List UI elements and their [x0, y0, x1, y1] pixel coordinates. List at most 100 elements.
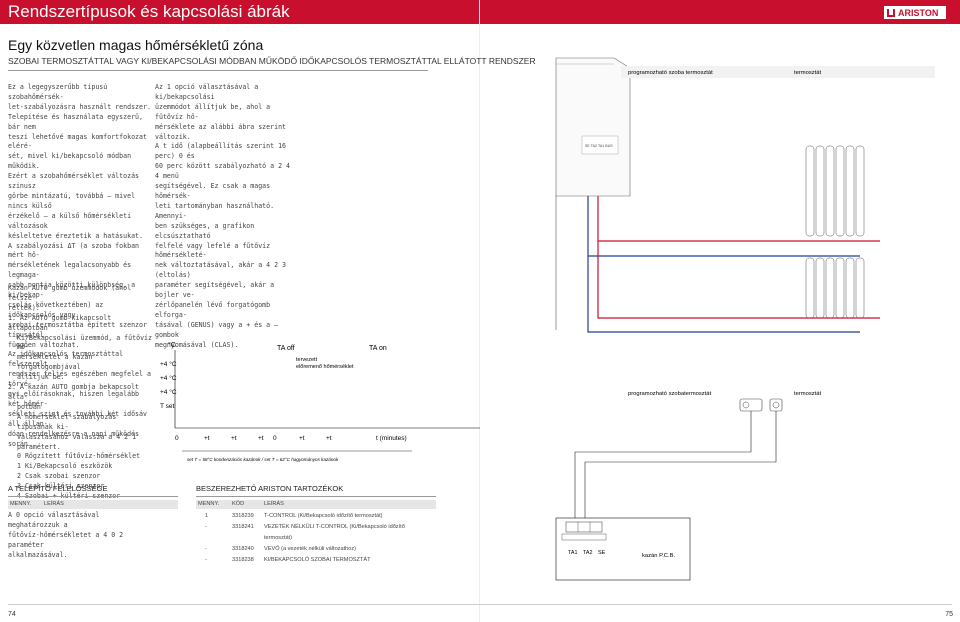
ariston-logo: ARISTON [884, 6, 946, 19]
page-divider [479, 0, 480, 622]
text-line: mérsékletének legalacsonyabb és legmaga- [8, 261, 132, 280]
text-line: relték): [8, 303, 40, 312]
terminal-label-ta2: TA2 [583, 550, 593, 556]
accessory-code: 3318240 [232, 546, 254, 552]
text-line: felfelé vagy lefelé a fűtővíz hőmérsékle… [155, 241, 271, 260]
radiator-lower-icon [805, 257, 865, 319]
x-tick-label: +t [299, 435, 305, 442]
x-tick-label: 0 [175, 435, 179, 442]
x-axis-label: t (minutes) [376, 435, 407, 442]
y-tick-label: +4 °C [160, 388, 177, 396]
text-line: függően változhat. [8, 340, 80, 349]
installer-col-qty: MENNY. [8, 500, 40, 509]
terminal-label-se: SE [598, 550, 606, 556]
accessory-desc: T-CONTROL (Ki/Bekapcsoló időzítő termosz… [264, 513, 383, 519]
accessory-code: 3318241 [232, 524, 254, 530]
text-line: Ezért a szobahőmérséklet változás szinus… [8, 172, 140, 191]
installer-table-title: A TELEPÍTŐ FELELŐSSÉGE [8, 484, 108, 493]
text-line: Az 1 opció választásával a ki/bekapcsolá… [155, 83, 259, 101]
text-line: potban [17, 402, 41, 411]
text-line: A t idő (alapbeállítás szerint 16 perc) … [155, 142, 287, 161]
text-line: teszi lehetővé magas komfortfokozat elér… [8, 132, 147, 151]
text-line: 2 Csak szobai szenzor [17, 472, 101, 481]
pcb-label: kazán P.C.B. [642, 553, 675, 559]
section-subtitle: SZOBAI TERMOSZTÁTTAL VAGY KI/BEKAPCSOLÁS… [8, 56, 536, 66]
x-tick-label: 0 [273, 435, 277, 442]
text-line: állítjuk be. [17, 373, 65, 382]
accessory-qty: 1 [205, 513, 209, 519]
accessory-desc: VEZETÉK NÉLKÜLI T-CONTROL (Ki/Bekapcsoló… [264, 524, 405, 530]
text-line: görbe mintázatú, továbbá – mivel nincs k… [8, 191, 136, 210]
page-title: Rendszertípusok és kapcsolási ábrák [8, 2, 290, 21]
text-line: üzemmódot állítjuk be, ahol a fűtővíz hő… [155, 102, 271, 121]
brand-name: ARISTON [898, 7, 939, 18]
x-tick-label: +t [258, 435, 264, 442]
text-line: leti tartományban használható. Amennyi- [155, 201, 275, 220]
boiler-terminal-labels: SE TA2 TA1 BUS [585, 144, 613, 148]
accessories-col-desc: LEÍRÁS [260, 500, 436, 509]
text-line: A 0 opció választásával meghatározzuk a [8, 510, 100, 529]
text-line: választásához válassza a 4 2 1 paraméter… [17, 432, 137, 451]
text-line: sékleti szint és további két idősáv áll … [8, 409, 147, 428]
accessory-code: 3318239 [232, 513, 254, 519]
text-line: késleltetve éreztetik a hatásukat. [8, 231, 143, 240]
accessories-table-title: BESZEREZHETŐ ARISTON TARTOZÉKOK [196, 484, 344, 493]
text-line: let-szabályozásra használt rendszer. [8, 102, 151, 111]
top-label-thermostat: termosztát [794, 70, 821, 76]
chart-ylabel: °C [168, 341, 176, 349]
text-line: 2. A kazán AUTO gombja bekapcsolt álla- [8, 383, 140, 401]
text-line: Kazán AUTO gomb üzemmódok (ahol felsze- [8, 284, 132, 302]
boiler-icon: SE TA2 TA1 BUS [555, 57, 631, 197]
temperature-chart: °C +4 °C +4 °C +4 °C T set 0 +t +t +t 0 +t +t t (m… [160, 341, 480, 462]
text-line: csolás következtében) az időkapcsolós va… [8, 300, 104, 319]
text-line: 3 Csak kültéri szenzor [17, 482, 105, 491]
text-line: nyi előírásoknak, hiszen legalább két hő… [8, 390, 140, 408]
accessories-col-qty: MENNY. [196, 500, 228, 509]
section-title: Egy közvetlen magas hőmérsékletű zóna [8, 37, 264, 53]
text-line: paraméter segítségével, akár a bojler ve… [155, 281, 275, 300]
accessory-qty: - [205, 557, 207, 563]
flow-pipe-lower [597, 241, 880, 319]
mid-label-thermostat: termosztát [794, 391, 821, 397]
text-line: 1 Ki/Bekapcsoló eszközök [17, 462, 113, 471]
text-line: Ez a legegyszerűbb típusú szobahőmérsék- [8, 83, 108, 101]
text-line: Telepítése és használata egyszerű, bár n… [8, 112, 143, 131]
x-tick-label: +t [326, 435, 332, 442]
installer-table-rule [8, 496, 178, 497]
accessory-code: 3318238 [232, 557, 254, 563]
radiator-upper-icon [805, 145, 865, 237]
text-line: Ki/Bekapcsolási üzemmód, a fűtővíz hő- [17, 333, 152, 352]
text-line: segítségével. Ez csak a magas hőmérsék- [155, 182, 271, 200]
text-line: érzékelő – a külső hőmérsékleti változás… [8, 211, 132, 230]
text-line: sét, mivel ki/bekapcsoló módban működik. [8, 152, 132, 171]
text-line: A szabályozási ΔT (a szoba fokban mért h… [8, 241, 140, 260]
ariston-mark-icon [887, 8, 895, 17]
return-pipe-lower [587, 256, 860, 333]
accessory-qty: - [205, 546, 207, 552]
accessory-desc: termosztát) [264, 535, 292, 541]
mid-label-programmable: programozható szobatermosztát [628, 391, 712, 397]
y-tick-label: T set [160, 403, 175, 410]
text-line: mérséklete az alábbi ábra szerint változ… [155, 122, 287, 141]
footer-rule [8, 604, 952, 605]
wire-programmable [574, 411, 752, 518]
top-label-band [621, 66, 935, 78]
x-tick-label: +t [204, 435, 210, 442]
chart-footnote: set T = 58°C kondenzációs kazánok / set … [187, 457, 339, 462]
y-tick-label: +4 °C [160, 374, 177, 382]
y-tick-label: +4 °C [160, 360, 177, 368]
top-label-programmable: programozható szoba termosztát [628, 70, 713, 76]
section-rule [8, 70, 428, 71]
accessories-col-code: KÓD [228, 500, 260, 509]
x-tick-label: +t [231, 435, 237, 442]
text-line: sabb pontja közötti különbség, a ki/beka… [8, 281, 136, 300]
text-line: 1. Az AUTO gomb kikapcsolt állapotban [8, 313, 112, 332]
text-line: rendszer teljes egészében megfelel a tör… [8, 370, 151, 389]
wire-thermostat [584, 411, 777, 518]
text-line: fűtővíz-hőmérsékletet a 4 0 2 paraméter [8, 530, 124, 549]
installer-col-desc: LEÍRÁS [40, 500, 178, 509]
page-number-right: 75 [945, 611, 953, 618]
text-line: Az időkapcsolós termosztáttal felszerelt [8, 350, 124, 369]
